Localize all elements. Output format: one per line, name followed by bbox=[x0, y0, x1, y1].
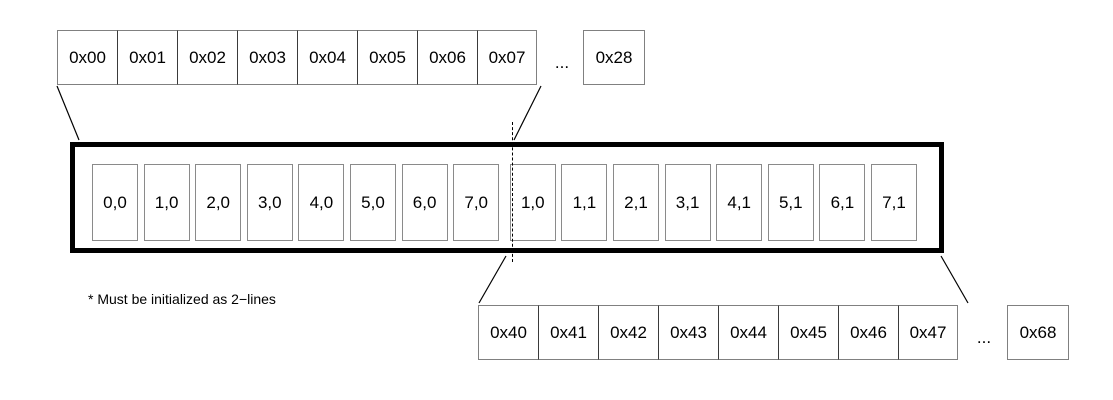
top-address-cell: 0x04 bbox=[297, 30, 357, 85]
cache-line-cell: 1,0 bbox=[143, 164, 190, 241]
cache-line-cell: 6,1 bbox=[819, 164, 866, 241]
top-address-ellipsis: ... bbox=[554, 53, 570, 72]
top-address-cell: 0x01 bbox=[117, 30, 177, 85]
top-address-cell-0x28: 0x28 bbox=[583, 30, 645, 85]
top-address-cell: 0x05 bbox=[357, 30, 417, 85]
top-address-cell: 0x06 bbox=[417, 30, 477, 85]
bottom-address-cell: 0x46 bbox=[838, 305, 898, 360]
top-address-cell: 0x00 bbox=[57, 30, 117, 85]
cache-line-split-divider bbox=[512, 122, 513, 262]
bottom-address-ellipsis: ... bbox=[976, 328, 992, 347]
cache-line-cell: 5,0 bbox=[350, 164, 396, 241]
top-address-cell: 0x03 bbox=[237, 30, 297, 85]
cache-line-cell: 0,0 bbox=[92, 164, 138, 241]
cache-line-cell: 4,1 bbox=[716, 164, 763, 241]
cache-line-cell: 5,1 bbox=[767, 164, 814, 241]
cache-line-cell: 2,0 bbox=[195, 164, 242, 241]
cache-line-cell: 7,0 bbox=[453, 164, 500, 241]
bottom-address-cell: 0x40 bbox=[478, 305, 538, 360]
bottom-address-cell: 0x43 bbox=[658, 305, 718, 360]
top-address-cell: 0x02 bbox=[177, 30, 237, 85]
cache-line-cell: 3,1 bbox=[664, 164, 711, 241]
bottom-address-cell: 0x41 bbox=[538, 305, 598, 360]
top-address-cell: 0x07 bbox=[477, 30, 537, 85]
cache-line-cell: 4,0 bbox=[298, 164, 345, 241]
bottom-address-cell: 0x44 bbox=[718, 305, 778, 360]
bottom-address-cell: 0x45 bbox=[778, 305, 838, 360]
cache-line-cell: 3,0 bbox=[246, 164, 293, 241]
cache-line-cell: 1,0 bbox=[509, 164, 556, 241]
cache-line-cell: 7,1 bbox=[871, 164, 917, 241]
bottom-address-cell: 0x47 bbox=[898, 305, 958, 360]
bottom-address-cell-0x68: 0x68 bbox=[1007, 305, 1069, 360]
cache-line-cell: 1,1 bbox=[561, 164, 608, 241]
cache-line-cell: 2,1 bbox=[613, 164, 659, 241]
cache-line-cell: 6,0 bbox=[401, 164, 448, 241]
footnote-text: * Must be initialized as 2−lines bbox=[88, 291, 276, 307]
bottom-address-cell: 0x42 bbox=[598, 305, 658, 360]
